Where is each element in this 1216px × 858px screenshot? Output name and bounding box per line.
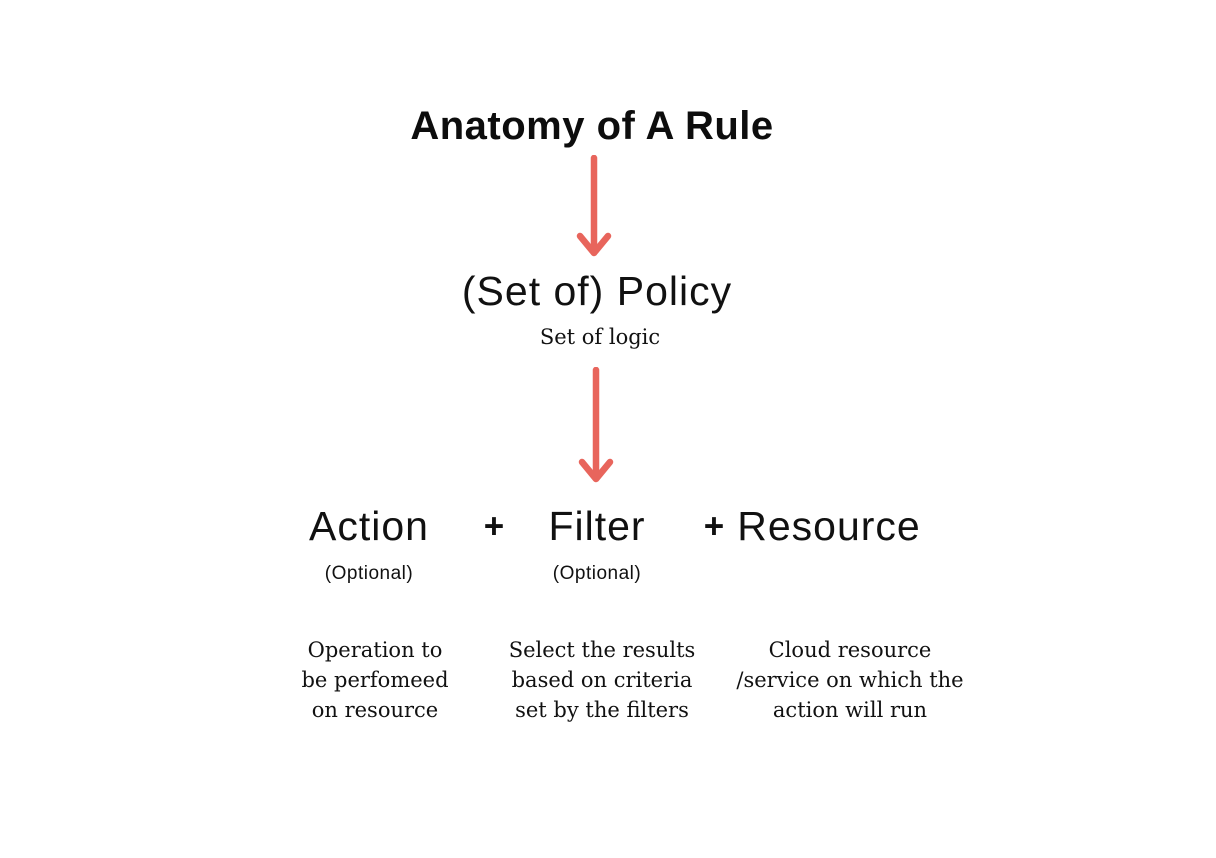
diagram-title: Anatomy of A Rule: [410, 104, 774, 148]
description-line: set by the filters: [515, 698, 689, 722]
arrow-down-icon: [578, 367, 614, 483]
component-label-resource: Resource: [737, 503, 921, 549]
component-label-action: Action: [309, 503, 429, 549]
description-line: be perfomeed: [301, 668, 449, 692]
description-action: Operation to be perfomeed on resource: [301, 635, 448, 725]
arrow-head: [576, 232, 612, 257]
description-line: Cloud resource: [768, 638, 932, 662]
description-filter: Select the results based on criteria set…: [509, 635, 696, 725]
optional-note-action: (Optional): [324, 563, 414, 584]
description-line: based on criteria: [511, 668, 693, 692]
description-resource: Cloud resource /service on which the act…: [736, 635, 963, 725]
description-line: Operation to: [307, 638, 443, 662]
arrow-head: [578, 458, 614, 483]
description-line: on resource: [311, 698, 439, 722]
description-line: Select the results: [508, 638, 696, 662]
arrow-down-icon: [576, 155, 612, 257]
policy-subtitle: Set of logic: [539, 325, 661, 349]
description-line: action will run: [772, 698, 928, 722]
plus-sign: +: [703, 507, 725, 546]
optional-note-filter: (Optional): [552, 563, 642, 584]
policy-heading: (Set of) Policy: [461, 268, 733, 314]
plus-sign: +: [483, 507, 505, 546]
component-label-filter: Filter: [548, 503, 646, 549]
description-line: /service on which the: [736, 668, 964, 692]
